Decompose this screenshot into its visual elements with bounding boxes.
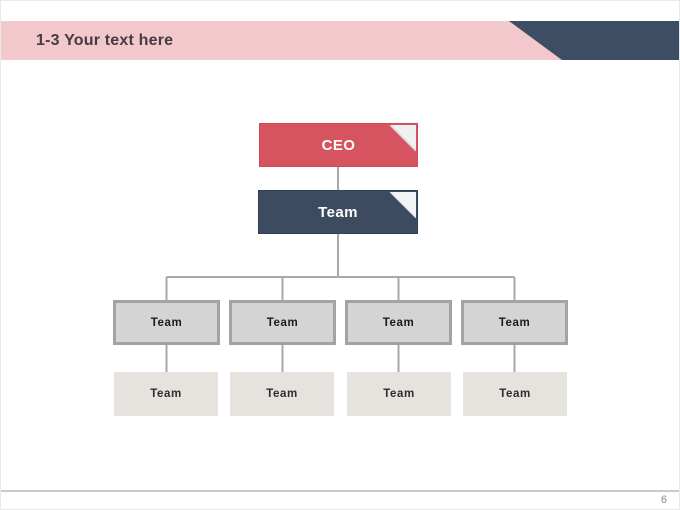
org-node-team-lead[interactable]: Team [258,190,418,234]
footer-divider [1,490,679,492]
page-number: 6 [660,494,667,506]
org-node-team-mid-4[interactable]: Team [461,300,568,345]
org-node-label: Team [266,316,299,329]
org-node-label: Team [499,388,531,400]
org-node-label: Team [498,316,531,329]
org-node-ceo-label: CEO [321,136,356,154]
org-node-label: Team [382,316,415,329]
org-node-team-mid-2[interactable]: Team [229,300,336,345]
folded-corner-icon [390,192,416,218]
org-node-team-sub-4[interactable]: Team [463,372,567,416]
org-node-label: Team [150,316,183,329]
org-node-team-sub-3[interactable]: Team [347,372,451,416]
org-node-label: Team [150,388,182,400]
org-node-team-mid-3[interactable]: Team [345,300,452,345]
org-node-team-lead-label: Team [318,203,358,221]
org-node-team-mid-1[interactable]: Team [113,300,220,345]
page-title: 1-3 Your text here [36,31,174,49]
header-bar: 1-3 Your text here [1,21,679,60]
folded-corner-icon [390,125,416,151]
org-node-team-sub-2[interactable]: Team [230,372,334,416]
org-node-ceo[interactable]: CEO [259,123,418,167]
org-node-label: Team [266,388,298,400]
org-node-team-sub-1[interactable]: Team [114,372,218,416]
org-node-label: Team [383,388,415,400]
